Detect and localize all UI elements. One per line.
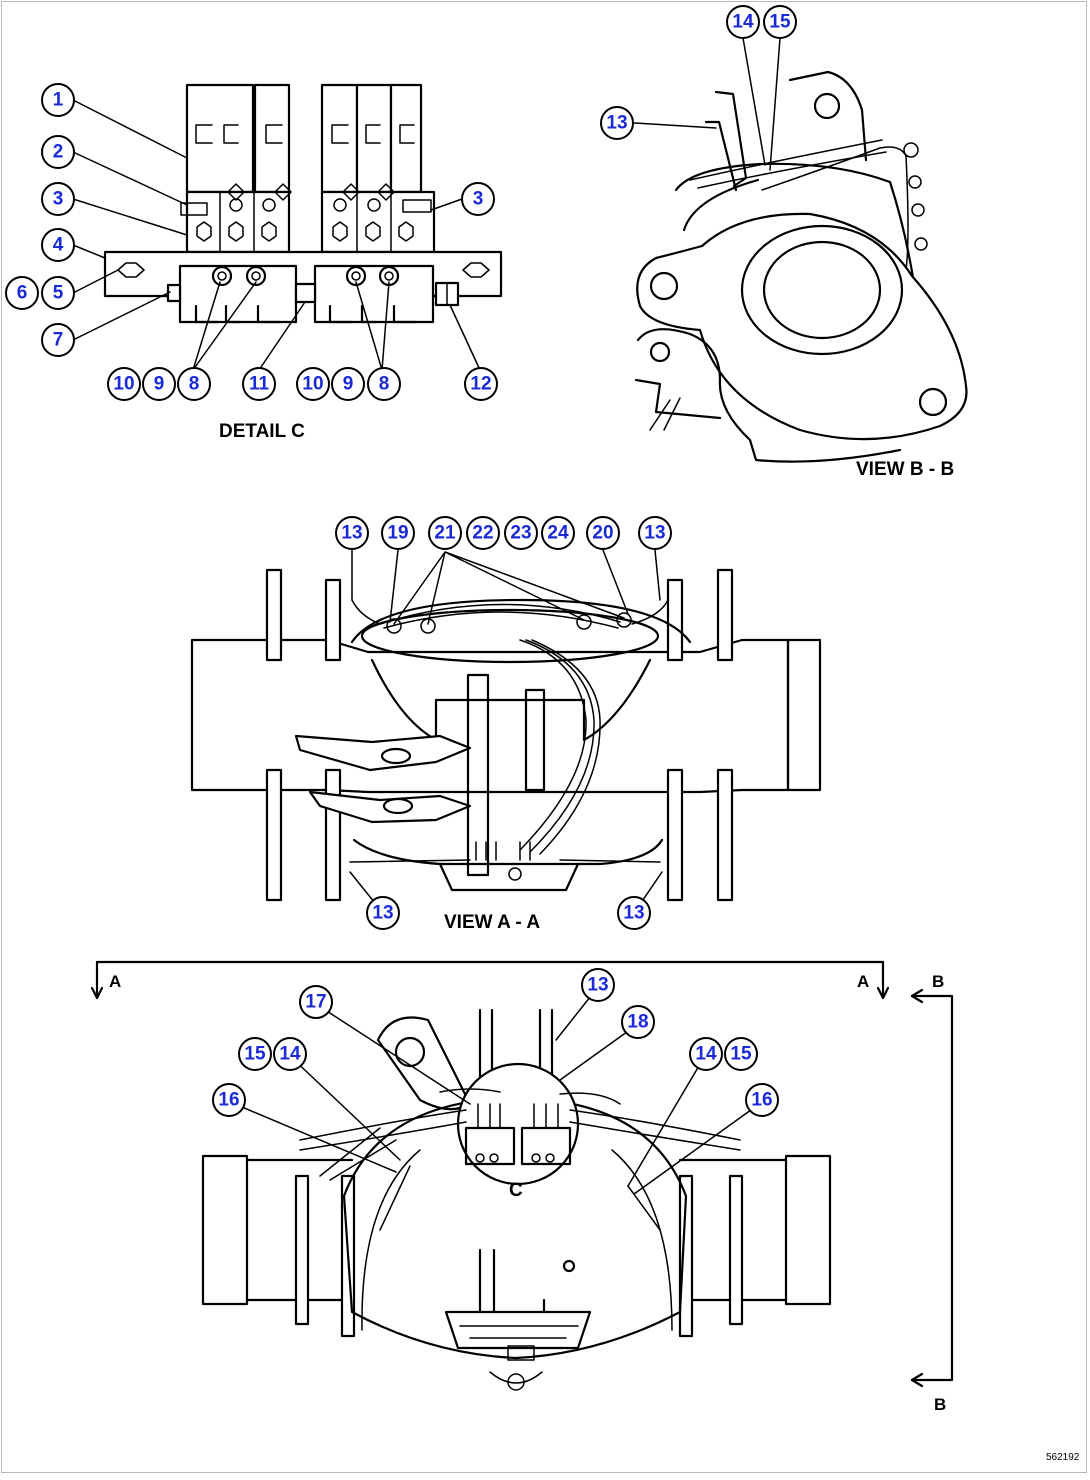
svg-text:7: 7: [53, 330, 64, 351]
svg-text:17: 17: [305, 992, 326, 1013]
callout-13: 13: [366, 896, 400, 930]
callout-21: 21: [428, 516, 462, 550]
section-mark-a-right: A: [857, 972, 869, 991]
callout-18: 18: [621, 1005, 655, 1039]
svg-text:13: 13: [372, 903, 393, 924]
callout-22: 22: [466, 516, 500, 550]
callout-19: 19: [381, 516, 415, 550]
svg-text:2: 2: [53, 142, 64, 163]
callout-14: 14: [273, 1037, 307, 1071]
callout-11: 11: [242, 367, 276, 401]
view-bb-callouts: 14 15 13: [600, 5, 797, 140]
view-aa-callouts: 13 19 21 22 23 24 20 13 13 13: [335, 516, 672, 930]
svg-text:15: 15: [769, 12, 791, 33]
svg-text:24: 24: [547, 523, 569, 544]
svg-text:14: 14: [732, 12, 754, 33]
callout-5: 5: [41, 276, 75, 310]
svg-text:1: 1: [53, 90, 64, 111]
callout-13: 13: [581, 968, 615, 1002]
svg-text:23: 23: [510, 523, 531, 544]
callout-16: 16: [212, 1083, 246, 1117]
svg-text:14: 14: [279, 1044, 301, 1065]
svg-text:18: 18: [627, 1012, 648, 1033]
detail-c-callouts: 1 2 3 3 4 6 5 7 10 9 8 11 10 9 8 12: [5, 83, 498, 401]
callout-leader-lines: [72, 37, 781, 1195]
svg-text:22: 22: [472, 523, 493, 544]
svg-text:21: 21: [434, 523, 456, 544]
callout-14: 14: [689, 1037, 723, 1071]
callout-7: 7: [41, 323, 75, 357]
callout-10: 10: [296, 367, 330, 401]
callout-20: 20: [586, 516, 620, 550]
svg-text:11: 11: [249, 374, 270, 395]
svg-text:15: 15: [730, 1044, 752, 1065]
detail-c-valve-assembly: [103, 83, 503, 324]
section-mark-b-bottom: B: [934, 1395, 946, 1414]
callout-23: 23: [504, 516, 538, 550]
callout-15: 15: [763, 5, 797, 39]
svg-text:4: 4: [53, 235, 64, 256]
svg-text:5: 5: [53, 283, 64, 304]
detail-c-marker: C: [509, 1180, 523, 1201]
callout-15: 15: [238, 1037, 272, 1071]
callout-8: 8: [177, 367, 211, 401]
section-mark-b-top: B: [932, 972, 944, 991]
svg-text:20: 20: [592, 523, 613, 544]
callout-24: 24: [541, 516, 575, 550]
drawing-number: 562192: [1046, 1452, 1080, 1463]
callout-16: 16: [745, 1083, 779, 1117]
svg-text:13: 13: [623, 903, 644, 924]
main-axle-top-view: [90, 960, 954, 1391]
svg-text:8: 8: [189, 374, 200, 395]
svg-text:13: 13: [341, 523, 362, 544]
callout-2: 2: [41, 135, 75, 169]
callout-3: 3: [461, 182, 495, 216]
svg-text:10: 10: [113, 374, 134, 395]
callout-10: 10: [107, 367, 141, 401]
svg-text:3: 3: [473, 189, 484, 210]
view-aa-axle-front: [190, 568, 822, 902]
callout-6: 6: [5, 276, 39, 310]
callout-4: 4: [41, 228, 75, 262]
svg-text:19: 19: [387, 523, 408, 544]
view-bb-axle-side: [634, 70, 968, 463]
view-bb-caption: VIEW B - B: [856, 459, 954, 480]
svg-text:10: 10: [302, 374, 323, 395]
detail-c-caption: DETAIL C: [219, 421, 305, 442]
callout-13: 13: [600, 106, 634, 140]
svg-text:13: 13: [587, 975, 608, 996]
callout-8: 8: [367, 367, 401, 401]
callout-14: 14: [726, 5, 760, 39]
svg-text:9: 9: [343, 374, 354, 395]
svg-text:9: 9: [154, 374, 165, 395]
svg-text:6: 6: [17, 283, 28, 304]
svg-text:8: 8: [379, 374, 390, 395]
svg-text:12: 12: [470, 374, 491, 395]
callout-13: 13: [638, 516, 672, 550]
main-view-callouts: 13 17 18 15 14 14 15 16 16: [212, 968, 779, 1117]
callout-13: 13: [617, 896, 651, 930]
svg-text:16: 16: [751, 1090, 772, 1111]
callout-1: 1: [41, 83, 75, 117]
callout-3: 3: [41, 182, 75, 216]
callout-13: 13: [335, 516, 369, 550]
svg-text:3: 3: [53, 189, 64, 210]
svg-text:16: 16: [218, 1090, 239, 1111]
svg-text:13: 13: [644, 523, 665, 544]
callout-12: 12: [464, 367, 498, 401]
callout-17: 17: [299, 985, 333, 1019]
svg-text:13: 13: [606, 113, 627, 134]
svg-text:14: 14: [695, 1044, 717, 1065]
view-aa-caption: VIEW A - A: [444, 912, 540, 933]
svg-text:15: 15: [244, 1044, 266, 1065]
callout-9: 9: [331, 367, 365, 401]
section-mark-a-left: A: [109, 972, 121, 991]
callout-15: 15: [724, 1037, 758, 1071]
callout-9: 9: [142, 367, 176, 401]
